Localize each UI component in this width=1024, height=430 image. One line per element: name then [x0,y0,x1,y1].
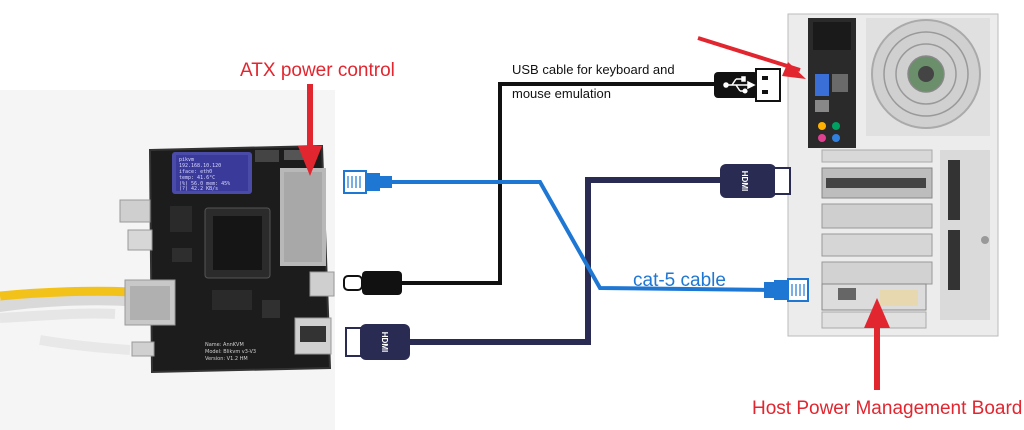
oled-line: pikvm [179,157,194,163]
kvm-board [119,144,335,374]
ethernet-cables [0,286,131,355]
oled-text: pikvm 192.168.10.120 iface: eth0 temp: 4… [179,157,230,192]
silkscreen-line: Version: V1.2 HM [205,356,248,362]
red-arrow-icon [697,36,806,79]
silkscreen-line: Name: AnnKVM [205,342,244,348]
silkscreen-line: Model: Blikvm v3-V3 [205,349,256,355]
rj45-plug-icon [764,278,809,302]
usb-cable-label-line1: USB cable for keyboard and [512,62,675,77]
oled-line: temp: 41.6°C [179,175,215,181]
oled-line: iface: eth0 [179,169,212,175]
cat5-cable-label: cat-5 cable [633,270,726,291]
red-arrow-icon [864,298,890,390]
board-silkscreen: Name: AnnKVM Model: Blikvm v3-V3 Version… [205,342,256,362]
hdmi-plug-icon: HDMI [720,164,791,198]
pc-tower [787,13,999,337]
usb-symbol-icon [723,76,756,94]
usb-cable-label-line2: mouse emulation [512,86,611,101]
host-power-board-label: Host Power Management Board [752,398,1023,419]
usb-c-plug-icon [343,271,402,295]
hdmi-cable [400,177,724,345]
oled-line: (%) 56.0 mem: 45% [179,181,230,187]
oled-line: (?) 42.2 KB/s [179,186,218,192]
red-arrow-icon [298,84,322,176]
cat5-cable [390,180,771,292]
atx-power-control-label: ATX power control [240,60,395,81]
hdmi-plug-icon: HDMI [345,324,410,360]
oled-line: 192.168.10.120 [179,163,221,169]
hdmi-plug-label: HDMI [380,332,389,352]
hdmi-plug-label: HDMI [740,171,749,191]
rj45-plug-icon [343,170,392,194]
